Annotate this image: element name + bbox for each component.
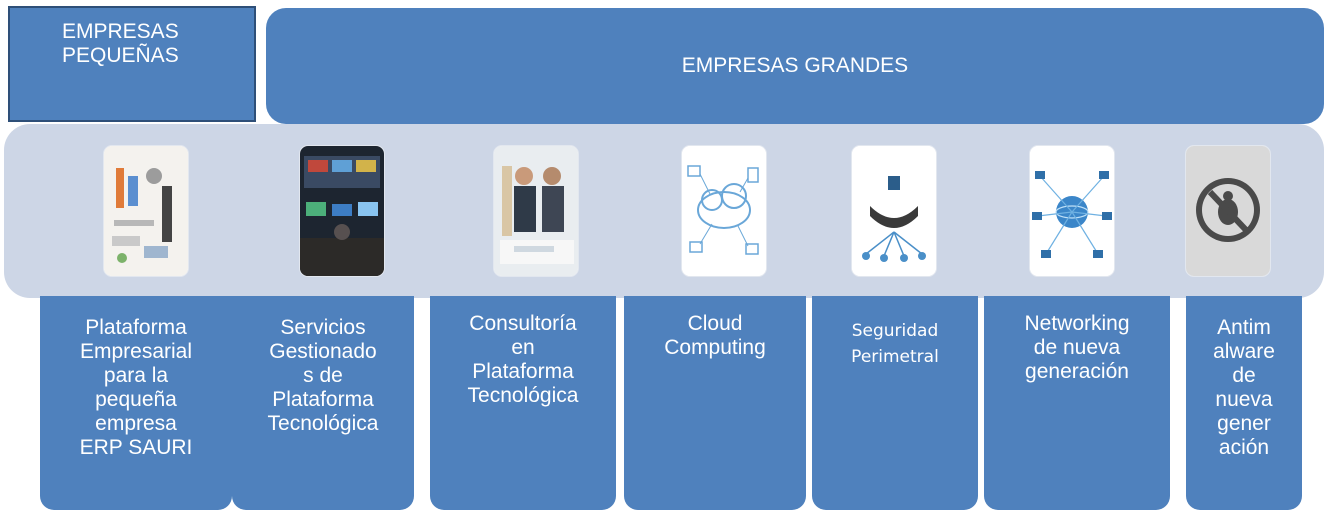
large-companies-label: EMPRESAS GRANDES (681, 54, 909, 77)
business-collage-image (104, 146, 188, 276)
card-line: ERP SAURI (79, 436, 193, 459)
control-room-image (300, 146, 384, 276)
card-line: Plataforma (272, 388, 374, 411)
card-antimalware: Antim alware de nueva gener ación (1186, 296, 1302, 510)
card-line: Seguridad (851, 321, 939, 341)
card-line: nueva (1215, 388, 1273, 411)
card-line: Antim (1217, 316, 1271, 339)
card-line: Perimetral (851, 347, 939, 367)
card-line: Empresarial (79, 340, 193, 363)
card-line: Plataforma (472, 360, 574, 383)
card-line: en (511, 336, 535, 359)
card-line: de (1232, 364, 1256, 387)
card-consulting: Consultoría en Plataforma Tecnológica (430, 296, 616, 510)
card-managed-services: Servicios Gestionado s de Plataforma Tec… (232, 296, 414, 510)
card-line: alware (1213, 340, 1275, 363)
card-line: pequeña (95, 388, 177, 411)
card-line: Plataforma (85, 316, 187, 339)
perimeter-security-image (852, 146, 936, 276)
card-line: empresa (95, 412, 177, 435)
card-line: generación (1025, 360, 1129, 383)
network-globe-image (1030, 146, 1114, 276)
card-line: Servicios (280, 316, 366, 339)
card-line: Gestionado (269, 340, 377, 363)
card-line: s de (303, 364, 343, 387)
business-meeting-image (494, 146, 578, 276)
card-networking: Networking de nueva generación (984, 296, 1170, 510)
card-perimeter-security: Seguridad Perimetral (812, 296, 978, 510)
card-line: Consultoría (469, 312, 577, 335)
card-line: gener (1217, 412, 1271, 435)
image-band (4, 124, 1324, 298)
card-line: Tecnológica (267, 412, 379, 435)
no-bug-antimalware-image (1186, 146, 1270, 276)
small-companies-label-line-2: PEQUEÑAS (62, 44, 179, 67)
card-line: de nueva (1033, 336, 1121, 359)
small-companies-label-line-1: EMPRESAS (62, 20, 179, 43)
card-cloud-computing: Cloud Computing (624, 296, 806, 510)
card-line: Networking (1024, 312, 1130, 335)
large-companies-box: EMPRESAS GRANDES (266, 8, 1324, 124)
small-companies-box: EMPRESAS PEQUEÑAS (8, 6, 256, 122)
card-erp-sauri: Plataforma Empresarial para la pequeña e… (40, 296, 232, 510)
card-line: para la (103, 364, 169, 387)
card-line: Computing (664, 336, 766, 359)
card-line: Cloud (687, 312, 743, 335)
cloud-computing-diagram-image (682, 146, 766, 276)
card-line: ación (1218, 436, 1270, 459)
card-line: Tecnológica (467, 384, 579, 407)
